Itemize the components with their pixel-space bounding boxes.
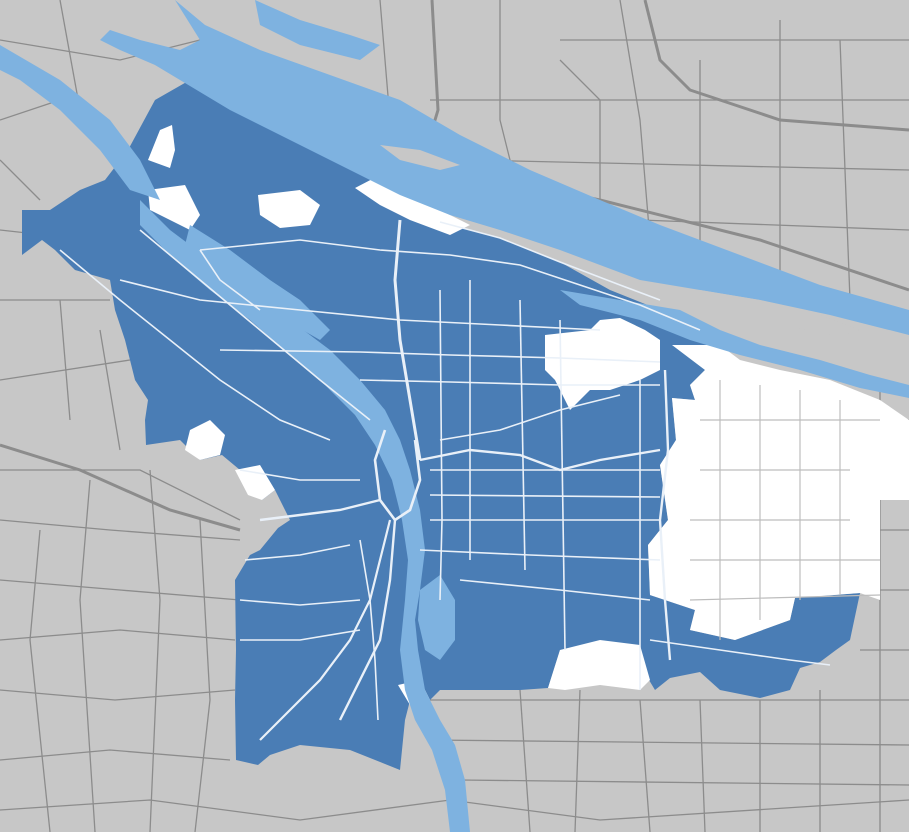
bg-road bbox=[79, 479, 96, 832]
white-area-vancouver-waterfront bbox=[355, 175, 470, 235]
street-nw-skyline bbox=[59, 249, 331, 441]
street-lombard bbox=[119, 279, 601, 331]
white-area-happy-valley bbox=[548, 640, 650, 690]
bg-road bbox=[0, 39, 201, 61]
vancouver-lake bbox=[255, 0, 380, 60]
bg-road bbox=[459, 779, 909, 786]
government-island bbox=[700, 290, 860, 336]
columbia-river bbox=[100, 0, 909, 335]
street-se-johnson-creek bbox=[649, 639, 831, 666]
bg-road bbox=[639, 699, 651, 832]
street-ne-42nd bbox=[519, 299, 526, 571]
bg-road bbox=[0, 519, 241, 541]
bg-road bbox=[699, 699, 706, 832]
bg-road bbox=[429, 739, 909, 746]
highway-i5-south bbox=[338, 519, 397, 721]
highway-us26-west bbox=[0, 443, 241, 532]
white-area-sauvie-north bbox=[148, 125, 175, 168]
street-se-foster bbox=[459, 579, 651, 601]
street-ne-60th bbox=[559, 319, 566, 651]
street-i205 bbox=[658, 369, 672, 661]
street-ne-mlk bbox=[439, 289, 443, 601]
willamette-river bbox=[140, 200, 470, 832]
white-area-gresham-east bbox=[648, 345, 909, 640]
hayden-island bbox=[380, 145, 460, 170]
willamette-channel-sauvie bbox=[185, 225, 330, 340]
street-columbia-blvd bbox=[199, 239, 701, 331]
highway-i84-city bbox=[419, 448, 661, 472]
bg-road bbox=[519, 689, 531, 832]
street-broadway bbox=[359, 379, 660, 386]
bg-road bbox=[0, 359, 131, 381]
street-nw-yeon bbox=[139, 229, 371, 421]
bg-road bbox=[99, 329, 121, 451]
bg-road bbox=[0, 799, 909, 821]
columbia-slough bbox=[560, 290, 909, 398]
bg-road bbox=[59, 0, 81, 111]
white-area-maywood bbox=[545, 318, 660, 410]
white-area-lake bbox=[258, 190, 320, 228]
street-se-division bbox=[429, 494, 661, 498]
bg-road bbox=[839, 39, 851, 301]
street-sw-hwy-10 bbox=[239, 469, 360, 481]
bg-road bbox=[574, 689, 581, 832]
bg-road bbox=[0, 159, 41, 201]
street-sw-barbur bbox=[259, 519, 392, 741]
street-ne-sandy bbox=[439, 394, 621, 441]
bg-road bbox=[0, 469, 241, 521]
bg-road bbox=[469, 159, 909, 171]
bg-road bbox=[29, 529, 51, 832]
street-marine-dr bbox=[439, 221, 661, 301]
highway-us26-city bbox=[259, 498, 381, 522]
white-street bbox=[689, 594, 881, 601]
bg-road bbox=[0, 749, 231, 761]
bg-road bbox=[0, 579, 241, 601]
highway-i205-north bbox=[643, 0, 909, 132]
white-area-westside-1 bbox=[185, 420, 225, 460]
highway-i5-city bbox=[393, 219, 422, 461]
ross-island bbox=[418, 575, 455, 660]
city-streets bbox=[59, 219, 831, 741]
street-sw-vermont bbox=[244, 544, 351, 561]
river-islands bbox=[380, 145, 860, 336]
street-sw-multnomah bbox=[239, 599, 361, 606]
bg-road bbox=[149, 469, 161, 832]
street-killingsworth bbox=[219, 349, 661, 363]
bg-road bbox=[0, 629, 236, 641]
bg-road bbox=[0, 689, 236, 701]
columbia-river-north-channel bbox=[0, 45, 160, 200]
bg-road bbox=[59, 299, 71, 421]
street-se-powell bbox=[419, 549, 661, 561]
white-areas bbox=[148, 125, 909, 705]
street-sw-terwilliger bbox=[359, 539, 379, 721]
street-sw-taylors-ferry bbox=[240, 629, 361, 641]
white-area-sauvie-mid bbox=[148, 185, 200, 230]
white-area-streets bbox=[689, 380, 881, 640]
bg-road bbox=[194, 519, 211, 832]
rail-line bbox=[199, 249, 261, 311]
